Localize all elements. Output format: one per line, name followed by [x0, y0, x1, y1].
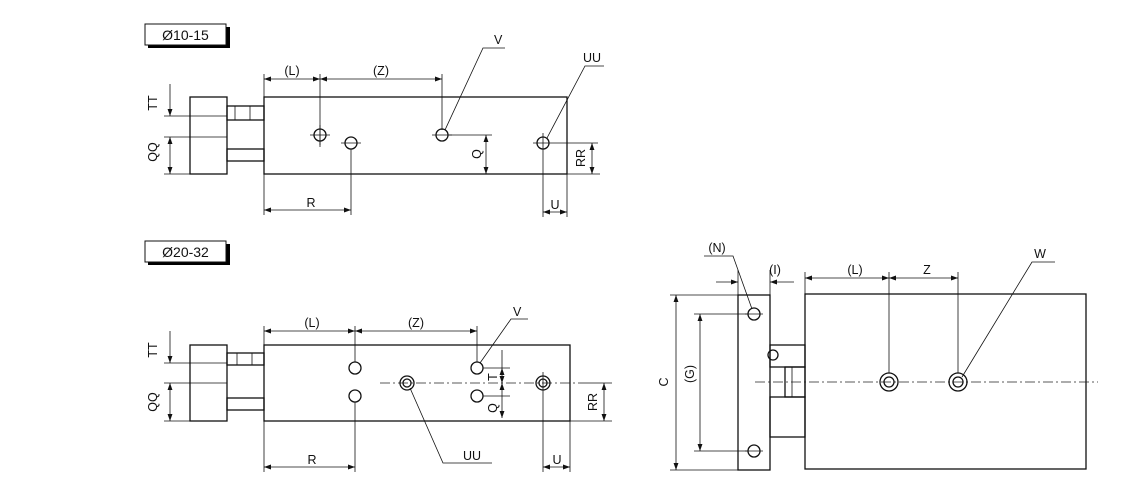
dim-l-top: (L) — [284, 64, 299, 78]
view-side: (N) (I) (L) Z W C (G) — [657, 241, 1098, 471]
size-tag-top: Ø10-15 — [144, 23, 230, 48]
dim-t-bottom: T — [486, 373, 500, 381]
rod-lower-top — [226, 148, 265, 162]
dim-q-bottom: Q — [486, 403, 500, 413]
counterbore-hole-2-bottom — [535, 372, 551, 394]
hole-2-bottom — [348, 389, 362, 403]
dim-l-side: (L) — [847, 263, 862, 277]
rod-lower-side — [769, 396, 806, 438]
dim-r-top: R — [306, 196, 315, 210]
dim-r-bottom: R — [307, 453, 316, 467]
rod-upper-top — [226, 105, 265, 121]
rod-lower-bottom — [226, 397, 265, 411]
dim-g-side: (G) — [683, 365, 697, 383]
dim-u-top: U — [550, 198, 559, 212]
end-plate-top — [189, 96, 228, 175]
dim-z-side: Z — [923, 263, 931, 277]
cylinder-body-side — [804, 293, 1087, 470]
hole-4-top — [533, 133, 553, 153]
dim-z-bottom: (Z) — [408, 316, 424, 330]
counterbore-hole-1-bottom — [399, 375, 415, 391]
rod-upper-side — [769, 344, 806, 368]
size-tag-bottom-text: Ø20-32 — [162, 244, 209, 260]
hole-2-top — [341, 136, 361, 150]
callout-w-side: W — [1034, 247, 1046, 261]
view-top: Ø10-15 — [144, 23, 604, 217]
dim-n-side: (N) — [708, 241, 725, 255]
dim-c-side: C — [657, 377, 671, 386]
callout-v-top: V — [494, 33, 503, 47]
hole-4-bottom — [470, 389, 484, 403]
dim-tt-top: TT — [146, 95, 160, 111]
hole-3-bottom — [470, 361, 484, 375]
dim-rr-top: RR — [574, 149, 588, 167]
dim-qq-bottom: QQ — [146, 392, 160, 412]
dim-qq-top: QQ — [146, 142, 160, 162]
dim-z-top: (Z) — [373, 64, 389, 78]
dim-rr-bottom: RR — [586, 393, 600, 411]
end-plate-side — [737, 294, 771, 471]
callout-uu-bottom: UU — [463, 449, 481, 463]
dim-i-side: (I) — [769, 263, 781, 277]
dim-l-bottom: (L) — [304, 316, 319, 330]
view-bottom: Ø20-32 (L) — [144, 240, 612, 472]
hole-1-bottom — [348, 361, 362, 375]
cylinder-body-top — [263, 96, 568, 175]
size-tag-bottom: Ø20-32 — [144, 240, 230, 265]
callout-uu-top: UU — [583, 51, 601, 65]
callout-v-bottom: V — [513, 305, 522, 319]
dim-u-bottom: U — [552, 453, 561, 467]
dim-q-top: Q — [470, 149, 484, 159]
dim-tt-bottom: TT — [146, 342, 160, 358]
rod-upper-bottom — [226, 352, 265, 366]
size-tag-top-text: Ø10-15 — [162, 27, 209, 43]
